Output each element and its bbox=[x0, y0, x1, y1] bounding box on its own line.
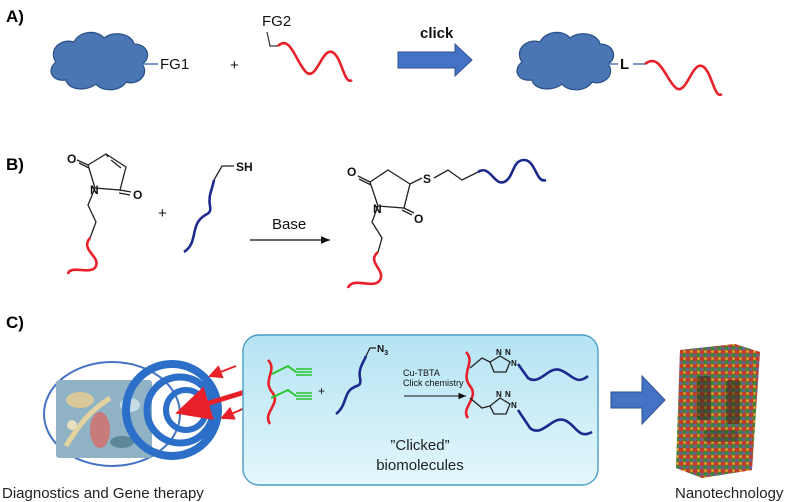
alkyne-linker-1 bbox=[271, 364, 297, 375]
panel-c-label: C) bbox=[6, 313, 24, 332]
red-strand-alkyne-1 bbox=[266, 359, 277, 425]
sulfur-atom: S bbox=[423, 172, 431, 186]
svg-text:N: N bbox=[496, 390, 502, 399]
panel-b-label: B) bbox=[6, 155, 24, 174]
panel-c: C) bbox=[2, 313, 784, 502]
linker-label: L bbox=[620, 56, 629, 73]
svg-text:N: N bbox=[505, 390, 511, 399]
azide-linker bbox=[365, 347, 376, 357]
oxygen-atom: O bbox=[133, 188, 142, 202]
red-arrow-main bbox=[175, 386, 246, 420]
dna-nanostructure bbox=[676, 344, 760, 478]
panel-a-label: A) bbox=[6, 7, 24, 26]
red-strand-fg2 bbox=[277, 41, 353, 82]
triazole-1: N N N bbox=[469, 348, 517, 373]
thioether-product: O O N S bbox=[347, 165, 479, 253]
nanotechnology-caption: Nanotechnology bbox=[675, 485, 784, 502]
red-strand-product-a bbox=[644, 59, 723, 96]
fg2-linker bbox=[266, 31, 278, 47]
clicked-biomolecules-box bbox=[242, 334, 599, 486]
blue-strand-product bbox=[477, 158, 547, 184]
panel-a: A) FG1 + FG2 click L bbox=[6, 7, 723, 96]
svg-text:N: N bbox=[496, 348, 502, 357]
oxygen-atom: O bbox=[347, 165, 356, 179]
blue-strand-triazole-2 bbox=[516, 409, 593, 436]
maleimide-left: O O N bbox=[67, 152, 142, 239]
click-chemistry-label: Click chemistry bbox=[403, 378, 464, 388]
nitrogen-atom: N bbox=[90, 183, 99, 197]
base-label: Base bbox=[272, 216, 306, 233]
red-arrow-top bbox=[208, 365, 237, 379]
panel-c-plus: + bbox=[318, 384, 325, 398]
box-title-line2: biomolecules bbox=[376, 457, 464, 474]
red-strand-maleimide bbox=[66, 237, 98, 275]
click-arrow bbox=[397, 42, 473, 78]
fg2-label: FG2 bbox=[262, 13, 291, 30]
svg-text:N: N bbox=[505, 348, 511, 357]
blue-strand-thiol bbox=[183, 179, 216, 254]
nitrogen-atom: N bbox=[373, 202, 382, 216]
biomolecule-cloud-right bbox=[516, 31, 615, 91]
biomolecule-cloud-left bbox=[50, 31, 149, 91]
svg-text:N: N bbox=[511, 359, 517, 368]
panel-b-plus: + bbox=[158, 205, 167, 222]
azide-label: N3 bbox=[377, 344, 388, 357]
catalyst-label: Cu-TBTA bbox=[403, 368, 440, 378]
fg1-label: FG1 bbox=[160, 56, 189, 73]
panel-a-plus: + bbox=[230, 57, 239, 74]
thiol-linker bbox=[213, 165, 234, 181]
nanotechnology-arrow bbox=[610, 374, 666, 426]
click-label: click bbox=[420, 25, 454, 42]
triazole-2: N N N bbox=[469, 390, 517, 415]
oxygen-atom: O bbox=[414, 212, 423, 226]
diagnostics-caption: Diagnostics and Gene therapy bbox=[2, 485, 204, 502]
alkyne-linker-2 bbox=[270, 388, 297, 399]
svg-text:N: N bbox=[511, 401, 517, 410]
panel-b: B) O O N + SH Base bbox=[6, 152, 547, 289]
oxygen-atom: O bbox=[67, 152, 76, 166]
box-title-line1: ”Clicked” bbox=[390, 437, 449, 454]
blue-strand-triazole-1 bbox=[516, 363, 589, 382]
red-strand-triazole-product bbox=[464, 351, 475, 419]
red-strand-product-b bbox=[346, 251, 383, 289]
thiol-label: SH bbox=[236, 160, 253, 174]
blue-strand-azide bbox=[335, 355, 368, 416]
